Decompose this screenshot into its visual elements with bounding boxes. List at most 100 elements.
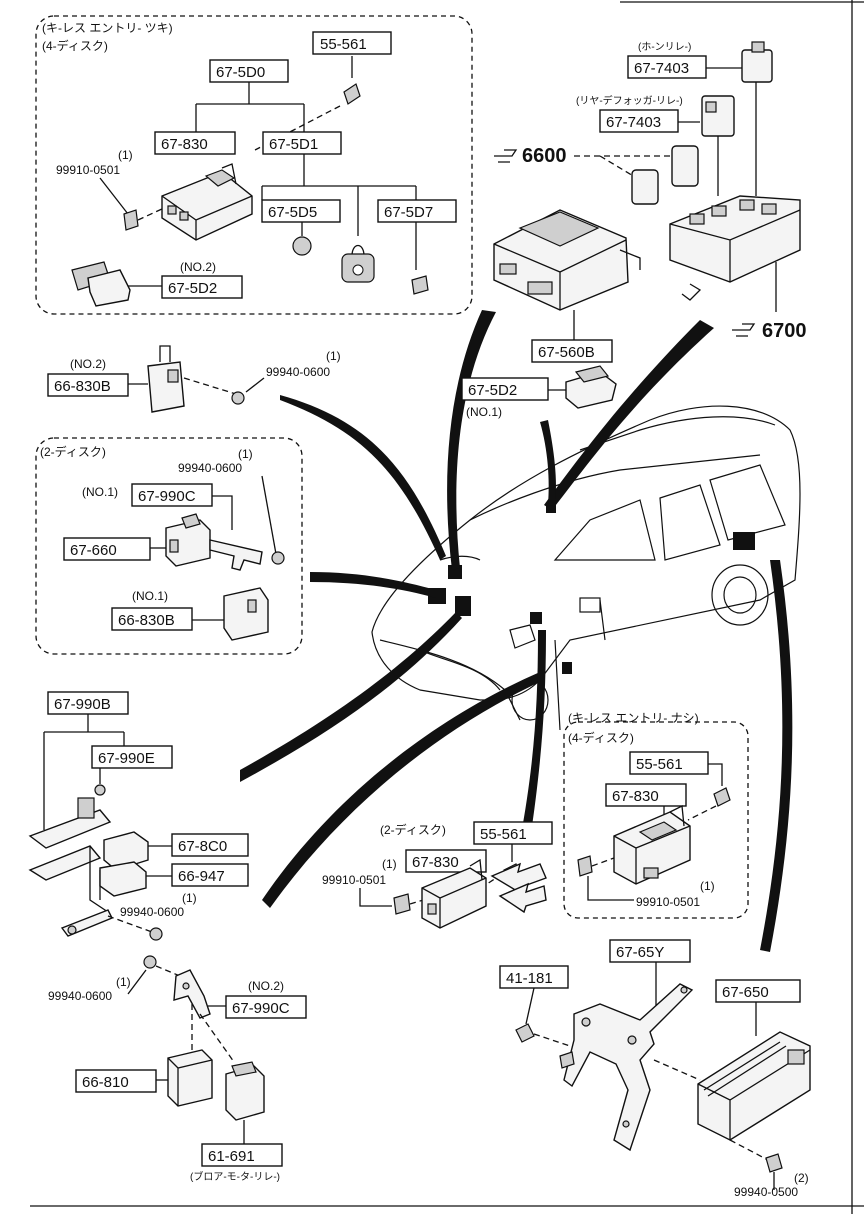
fastener-number: 99940-0600	[178, 461, 242, 475]
part-label-67-830[interactable]	[605, 783, 687, 807]
no-keyless-group-frame	[563, 721, 749, 919]
fastener-number: 99940-0600	[266, 365, 330, 379]
nut-icon	[765, 1153, 783, 1173]
nut-icon	[149, 927, 163, 941]
part-number-67-65y: 67-65Y	[616, 944, 664, 961]
part-label-67-7403[interactable]	[599, 109, 679, 133]
hand-pointer-icon	[494, 149, 518, 163]
part-number-55-561: 55-561	[636, 756, 683, 773]
location-leaders	[240, 310, 793, 952]
group-title-2door-bottom: (2-ディスク)	[380, 822, 446, 837]
part-label-55-561[interactable]	[473, 821, 553, 845]
qualifier-no2: (NO.2)	[180, 260, 216, 274]
group-subtitle-4door: (4-ディスク)	[568, 730, 634, 745]
part-label-55-561[interactable]	[629, 751, 709, 775]
part-number-67-990b: 67-990B	[54, 696, 111, 713]
junction-box-icon	[669, 195, 801, 301]
qualifier-horn-relay: (ホ-ンリレ-)	[638, 41, 691, 53]
bracket-icon	[559, 983, 694, 1152]
part-number-67-990c: 67-990C	[138, 488, 196, 505]
bolt-icon	[411, 275, 429, 295]
switch-icon	[71, 261, 131, 307]
relay-icon	[167, 1049, 213, 1107]
qualifier-no1: (NO.1)	[82, 485, 118, 499]
part-number-55-561: 55-561	[320, 36, 367, 53]
group-title-2door: (2-ディスク)	[40, 444, 106, 459]
fastener-qty: (1)	[700, 879, 715, 893]
part-label-67-650[interactable]	[715, 979, 801, 1003]
bracket-icon	[209, 539, 263, 571]
part-label-67-560b[interactable]	[531, 339, 613, 363]
fastener-qty: (1)	[382, 857, 397, 871]
part-label-67-990e[interactable]	[91, 745, 173, 769]
bracket-icon	[28, 797, 113, 937]
part-label-67-990c[interactable]	[225, 995, 307, 1019]
part-label-55-561[interactable]	[312, 31, 392, 55]
relay-icon	[99, 831, 149, 897]
part-number-67-5d1: 67-5D1	[269, 136, 318, 153]
part-number-67-5d7: 67-5D7	[384, 204, 433, 221]
control-unit-icon	[493, 209, 641, 311]
fastener-qty: (1)	[182, 891, 197, 905]
fastener-qty: (1)	[118, 148, 133, 162]
bolt-icon	[713, 787, 731, 807]
part-label-61-691[interactable]	[201, 1143, 283, 1167]
fastener-number: 99910-0501	[636, 895, 700, 909]
nut-icon	[271, 551, 285, 565]
bolt-icon	[343, 56, 361, 105]
fastener-qty: (1)	[116, 975, 131, 989]
sensor-icon	[292, 236, 312, 256]
part-number-41-181: 41-181	[506, 970, 553, 987]
part-label-66-830b[interactable]	[47, 373, 129, 397]
part-number-66-830b: 66-830B	[118, 612, 175, 629]
qualifier-no2: (NO.2)	[70, 357, 106, 371]
bracket-icon	[173, 969, 211, 1019]
relay-icon	[701, 95, 735, 196]
part-label-67-5d2[interactable]	[461, 377, 549, 401]
qualifier-blower-motor-relay: (ブロア-モ-タ-リレ-)	[190, 1170, 280, 1183]
hand-pointer-icon	[732, 323, 756, 337]
part-label-67-990c[interactable]	[131, 483, 213, 507]
part-label-67-5d7[interactable]	[377, 199, 457, 223]
relay-icon	[631, 145, 699, 205]
control-unit-icon	[697, 1031, 811, 1141]
part-number-67-990c: 67-990C	[232, 1000, 290, 1017]
fastener-number: 99940-0500	[734, 1185, 798, 1199]
connector-icon	[577, 855, 593, 877]
control-unit-icon	[613, 804, 691, 885]
part-label-67-660[interactable]	[63, 537, 151, 561]
nut-icon	[143, 955, 157, 969]
part-label-67-8c0[interactable]	[171, 833, 249, 857]
part-label-66-947[interactable]	[171, 863, 249, 887]
fastener-number: 99910-0501	[322, 873, 386, 887]
part-label-67-7403[interactable]	[627, 55, 707, 79]
part-label-67-65y[interactable]	[609, 939, 691, 963]
part-label-67-5d5[interactable]	[261, 199, 341, 223]
group-title-keyless: (キ-レス エントリ- ツキ)	[42, 21, 173, 35]
fastener-qty: (1)	[238, 447, 253, 461]
part-label-67-5d2[interactable]	[161, 275, 243, 299]
control-unit-icon	[421, 858, 487, 929]
switch-icon	[565, 365, 617, 409]
reference-6700: 6700	[762, 320, 807, 342]
nut-icon	[231, 391, 245, 405]
two-door-group-frame	[35, 437, 303, 655]
part-number-67-5d5: 67-5D5	[268, 204, 317, 221]
part-number-67-830: 67-830	[612, 788, 659, 805]
fastener-number: 99940-0600	[48, 989, 112, 1003]
part-number-67-5d0: 67-5D0	[216, 64, 265, 81]
connector-icon	[393, 893, 411, 915]
direction-arrows-icon	[490, 862, 547, 914]
part-label-66-830b[interactable]	[111, 607, 193, 631]
part-number-67-7403: 67-7403	[606, 114, 661, 131]
part-label-66-810[interactable]	[75, 1069, 157, 1093]
qualifier-rear-defogger-relay: (リヤ-デフォッガ-リレ-)	[576, 94, 683, 107]
keyless-entry-group-frame	[35, 15, 473, 315]
part-label-67-830[interactable]	[154, 131, 236, 155]
relay-icon	[165, 513, 211, 567]
part-label-67-5d1[interactable]	[262, 131, 342, 155]
fastener-qty: (2)	[794, 1171, 809, 1185]
part-number-61-691: 61-691	[208, 1148, 255, 1165]
part-label-67-830[interactable]	[405, 849, 487, 873]
